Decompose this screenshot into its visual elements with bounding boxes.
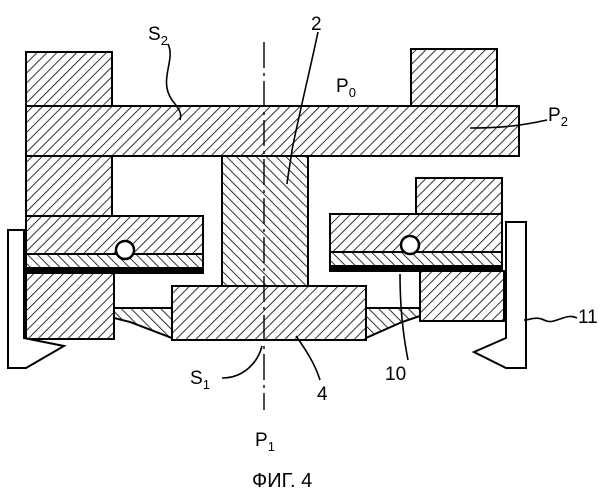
label-p1: P1: [255, 430, 275, 454]
right-top-block: [416, 178, 502, 214]
right-holder-strip: [330, 252, 502, 266]
leader-11: [524, 316, 577, 321]
right-wedge: [366, 308, 420, 338]
figure-caption: ФИГ. 4: [252, 470, 312, 492]
central-post: [222, 156, 308, 286]
label-p0: P0: [336, 76, 356, 100]
label-11: 11: [578, 307, 598, 328]
right-pin: [401, 236, 419, 254]
top-left-block: [26, 52, 112, 107]
leader-s1: [222, 346, 262, 378]
leader-4: [296, 336, 320, 380]
label-2: 2: [311, 14, 322, 35]
left-wedge: [114, 308, 172, 338]
label-4: 4: [317, 384, 328, 405]
top-right-block: [411, 49, 497, 106]
left-lower-block: [26, 273, 114, 339]
left-holder-upper: [26, 216, 203, 254]
part-4: [172, 286, 366, 340]
plate-s2: [26, 106, 519, 156]
left-holder-strip: [26, 254, 203, 268]
label-s1: S1: [190, 368, 210, 392]
label-10: 10: [385, 364, 406, 385]
left-pin: [116, 241, 134, 259]
label-p2: P2: [548, 105, 568, 129]
right-lower-block: [420, 271, 504, 321]
label-s2: S2: [148, 24, 168, 48]
left-column-block: [26, 156, 112, 216]
